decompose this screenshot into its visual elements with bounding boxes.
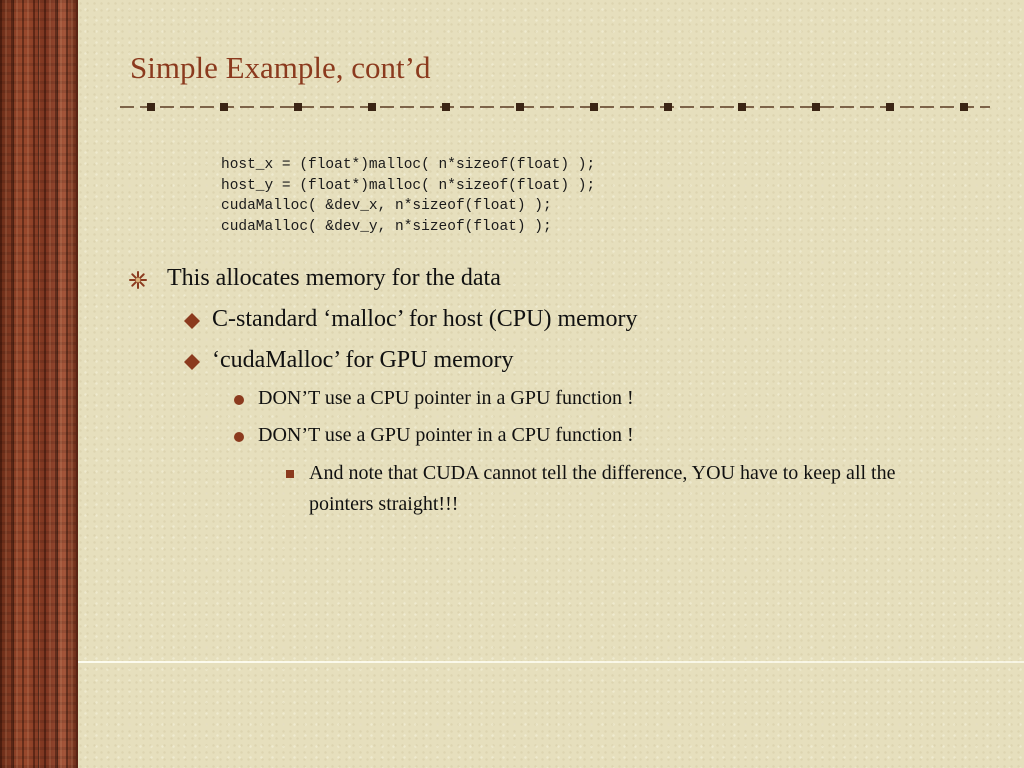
wood-texture-strip — [0, 0, 78, 768]
rule-diamond-icon — [812, 103, 820, 111]
wood-grain-line — [13, 0, 14, 768]
footer-divider — [78, 661, 1024, 663]
bullet-level2: ‘cudaMalloc’ for GPU memory — [212, 347, 514, 373]
rule-diamond-icon — [368, 103, 376, 111]
rule-diamond-icon — [886, 103, 894, 111]
bullet-level4: And note that CUDA cannot tell the diffe… — [309, 462, 896, 515]
diamond-icon — [184, 313, 200, 329]
bullet-level2: C-standard ‘malloc’ for host (CPU) memor… — [212, 306, 638, 332]
circle-bullet-icon — [234, 432, 244, 442]
rule-diamond-icon — [590, 103, 598, 111]
code-block: host_x = (float*)malloc( n*sizeof(float)… — [221, 155, 595, 237]
rule-diamond-icon — [442, 103, 450, 111]
diamond-icon — [184, 354, 200, 370]
asterisk-star-icon — [129, 271, 147, 289]
code-line: host_y = (float*)malloc( n*sizeof(float)… — [221, 177, 596, 194]
rule-diamond-icon — [147, 103, 155, 111]
rule-diamond-icon — [738, 103, 746, 111]
wood-grain-line — [57, 0, 58, 768]
bullet-level3: DON’T use a GPU pointer in a CPU functio… — [258, 424, 634, 446]
rule-diamond-icon — [294, 103, 302, 111]
slide-title: Simple Example, cont’d — [130, 50, 431, 85]
circle-bullet-icon — [234, 395, 244, 405]
code-line: cudaMalloc( &dev_x, n*sizeof(float) ); — [221, 198, 552, 214]
rule-diamond-icon — [516, 103, 524, 111]
code-line: cudaMalloc( &dev_y, n*sizeof(float) ); — [221, 218, 552, 235]
bullet-level1: This allocates memory for the data — [167, 265, 501, 291]
code-line: host_x = (float*)malloc( n*sizeof(float)… — [221, 157, 596, 173]
title-divider — [120, 103, 990, 111]
rule-diamond-icon — [220, 103, 228, 111]
square-bullet-icon — [286, 470, 294, 478]
rule-diamond-icon — [960, 103, 968, 111]
bullet-level3: DON’T use a CPU pointer in a GPU functio… — [258, 387, 634, 409]
wood-grain-line — [38, 0, 39, 768]
rule-diamond-icon — [664, 103, 672, 111]
